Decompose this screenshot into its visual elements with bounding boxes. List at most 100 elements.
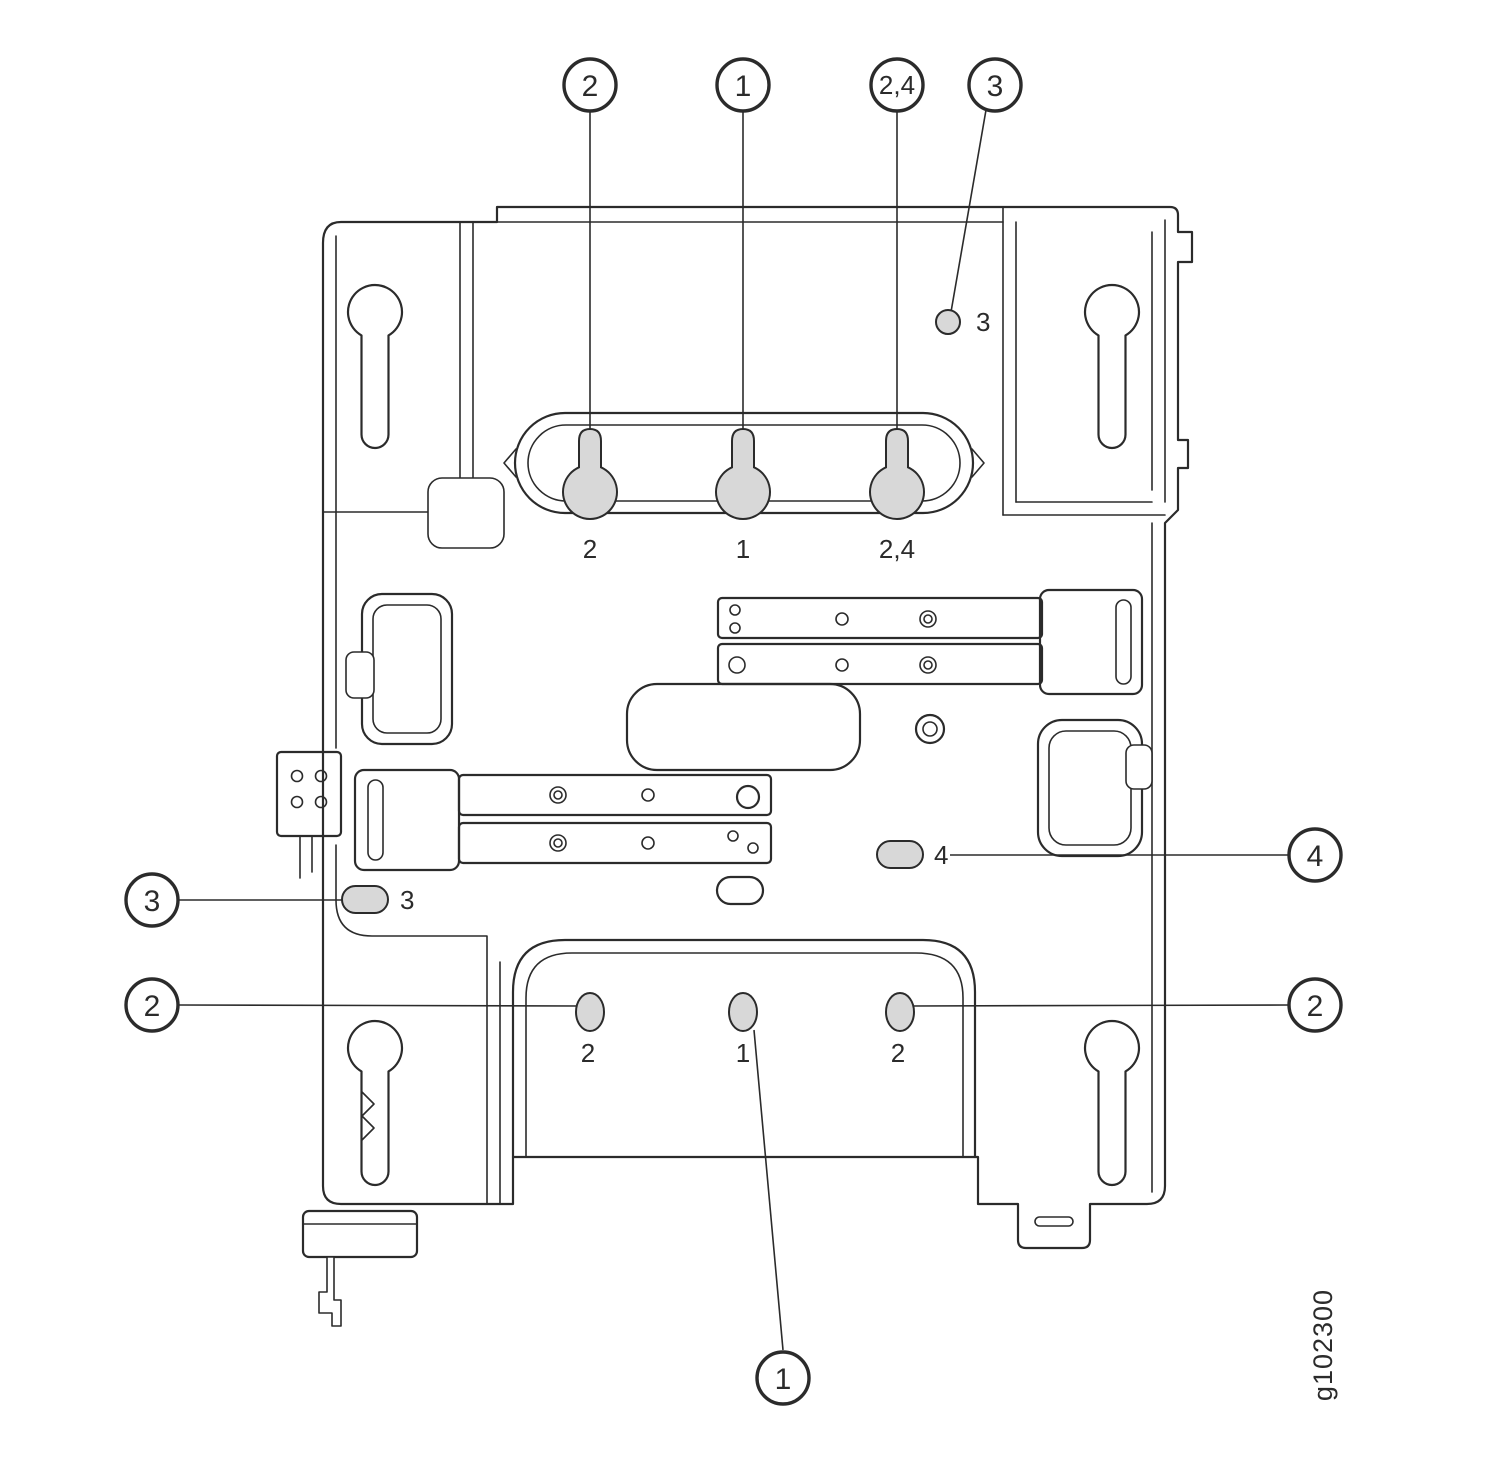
bottom-left-foot	[301, 1209, 419, 1327]
foot-key	[318, 1256, 342, 1327]
bracket-outline	[321, 205, 1194, 1250]
callout-top-1: 1	[715, 57, 771, 113]
bottom-panel	[511, 938, 977, 1159]
upper-rail-end-cap-slot	[1115, 599, 1132, 685]
rail-slot-hole	[549, 834, 567, 852]
rail-hole	[641, 788, 655, 802]
callout-right-2-label: 2	[1307, 990, 1324, 1023]
side-plate	[275, 750, 343, 838]
slot-hole-3: 3	[177, 885, 414, 915]
slot-hole-4: 4	[876, 840, 1289, 870]
callout-top-2-4-circle	[869, 57, 925, 113]
lower-rail-end-cap-slot	[367, 779, 384, 861]
hole-label-top-right: 2,4	[879, 534, 915, 564]
callout-left-3-circle	[124, 872, 180, 928]
callout-top-2-label: 2	[582, 70, 599, 103]
side-plate-hole	[290, 769, 304, 783]
lower-rail-assembly	[353, 768, 773, 872]
bottom-hole-left-label: 2	[581, 1038, 595, 1068]
top-slot-tab-left	[503, 448, 517, 478]
left-latch-notch	[345, 651, 375, 699]
side-plate-hole	[314, 769, 328, 783]
slot-3-shape	[341, 885, 389, 914]
callout-right-2: 2	[1287, 977, 1343, 1033]
leader-left-2	[177, 1004, 581, 1007]
rail-end-big-hole	[735, 784, 761, 810]
rail-hole	[729, 622, 741, 634]
callout-left-2-circle	[124, 977, 180, 1033]
callout-left-2-label: 2	[144, 990, 161, 1023]
hole-label-small-3: 3	[976, 307, 990, 337]
rail-slot-hole	[919, 610, 937, 628]
rail-slot-hole	[919, 656, 937, 674]
callouts: 2 1 2,4 3 3 2 4 2	[124, 57, 1343, 1406]
rail-hole	[728, 656, 746, 674]
leader-bottom-1	[753, 1029, 784, 1351]
hole-label-top-center: 1	[736, 534, 750, 564]
callout-top-3: 3	[967, 57, 1023, 113]
callout-top-3-label: 3	[987, 70, 1004, 103]
side-plate-hole	[290, 795, 304, 809]
small-hole-3-circle	[935, 309, 961, 335]
side-plate-body	[275, 750, 343, 838]
pilot-hole-outer	[914, 713, 946, 745]
pilot-hole-inner	[922, 721, 938, 737]
bottom-panel-outer	[511, 938, 977, 1159]
rail-hole	[641, 836, 655, 850]
hole-label-top-left: 2	[583, 534, 597, 564]
leader-right-2	[909, 1004, 1290, 1007]
right-latch-outer	[1036, 718, 1144, 858]
corner-keyholes	[346, 284, 1141, 1187]
bottom-holes: 2 1 2	[575, 992, 915, 1068]
left-latch-inner	[372, 604, 442, 734]
rail-hole	[729, 604, 741, 616]
top-screw-holes: 2 1 2,4	[562, 427, 925, 564]
bottom-panel-inner	[525, 952, 964, 1158]
bottom-hole-right-label: 2	[891, 1038, 905, 1068]
upper-rail-a	[716, 596, 1044, 640]
callout-left-3: 3	[124, 872, 180, 928]
right-latch-inner	[1048, 730, 1132, 846]
screw-hole-top-right	[869, 427, 925, 520]
top-slot-tab-right	[971, 448, 985, 478]
callout-bottom-1-circle	[755, 1350, 811, 1406]
callout-left-3-label: 3	[144, 885, 161, 918]
small-hole-3: 3	[935, 307, 990, 337]
callout-left-2: 2	[124, 977, 180, 1033]
callout-right-2-circle	[1287, 977, 1343, 1033]
bottom-hole-left	[575, 992, 605, 1032]
inner-panel-lines	[299, 206, 1166, 1205]
upper-rail-assembly	[716, 588, 1144, 696]
center-slot	[625, 682, 862, 772]
keyhole-spring-mark	[361, 1091, 375, 1141]
slot-3-label: 3	[400, 885, 414, 915]
slot-4-shape	[876, 840, 924, 869]
callout-bottom-1-label: 1	[775, 1363, 792, 1396]
side-plate-hole	[314, 795, 328, 809]
rail-slot-hole-inner	[553, 838, 563, 848]
bottom-right-foot-slot	[1034, 1216, 1074, 1227]
bottom-callout-leaders	[177, 1004, 1290, 1351]
rail-slot-hole-inner	[553, 790, 563, 800]
right-latch-notch	[1125, 744, 1153, 790]
keyhole-top-right	[1083, 284, 1141, 450]
rail-end-small-hole	[747, 842, 759, 854]
rail-slot-hole	[549, 786, 567, 804]
screw-hole-top-center	[715, 427, 771, 520]
callout-right-4-circle	[1287, 827, 1343, 883]
lower-rail-end-cap	[353, 768, 461, 872]
rail-slot-hole-inner	[923, 660, 933, 670]
top-callout-leaders	[589, 109, 987, 446]
left-latch	[345, 592, 454, 746]
keyhole-bottom-left	[346, 1020, 404, 1187]
callout-top-2-circle	[562, 57, 618, 113]
foot-bar	[301, 1209, 419, 1259]
rail-slot-hole-inner	[923, 614, 933, 624]
lower-rail-a	[457, 773, 773, 817]
leader-top-3	[950, 109, 987, 313]
upper-rail-b	[716, 642, 1044, 686]
callout-top-2-4-label: 2,4	[879, 70, 915, 100]
center-pilot-hole	[914, 713, 946, 745]
callout-right-4: 4	[1287, 827, 1343, 883]
